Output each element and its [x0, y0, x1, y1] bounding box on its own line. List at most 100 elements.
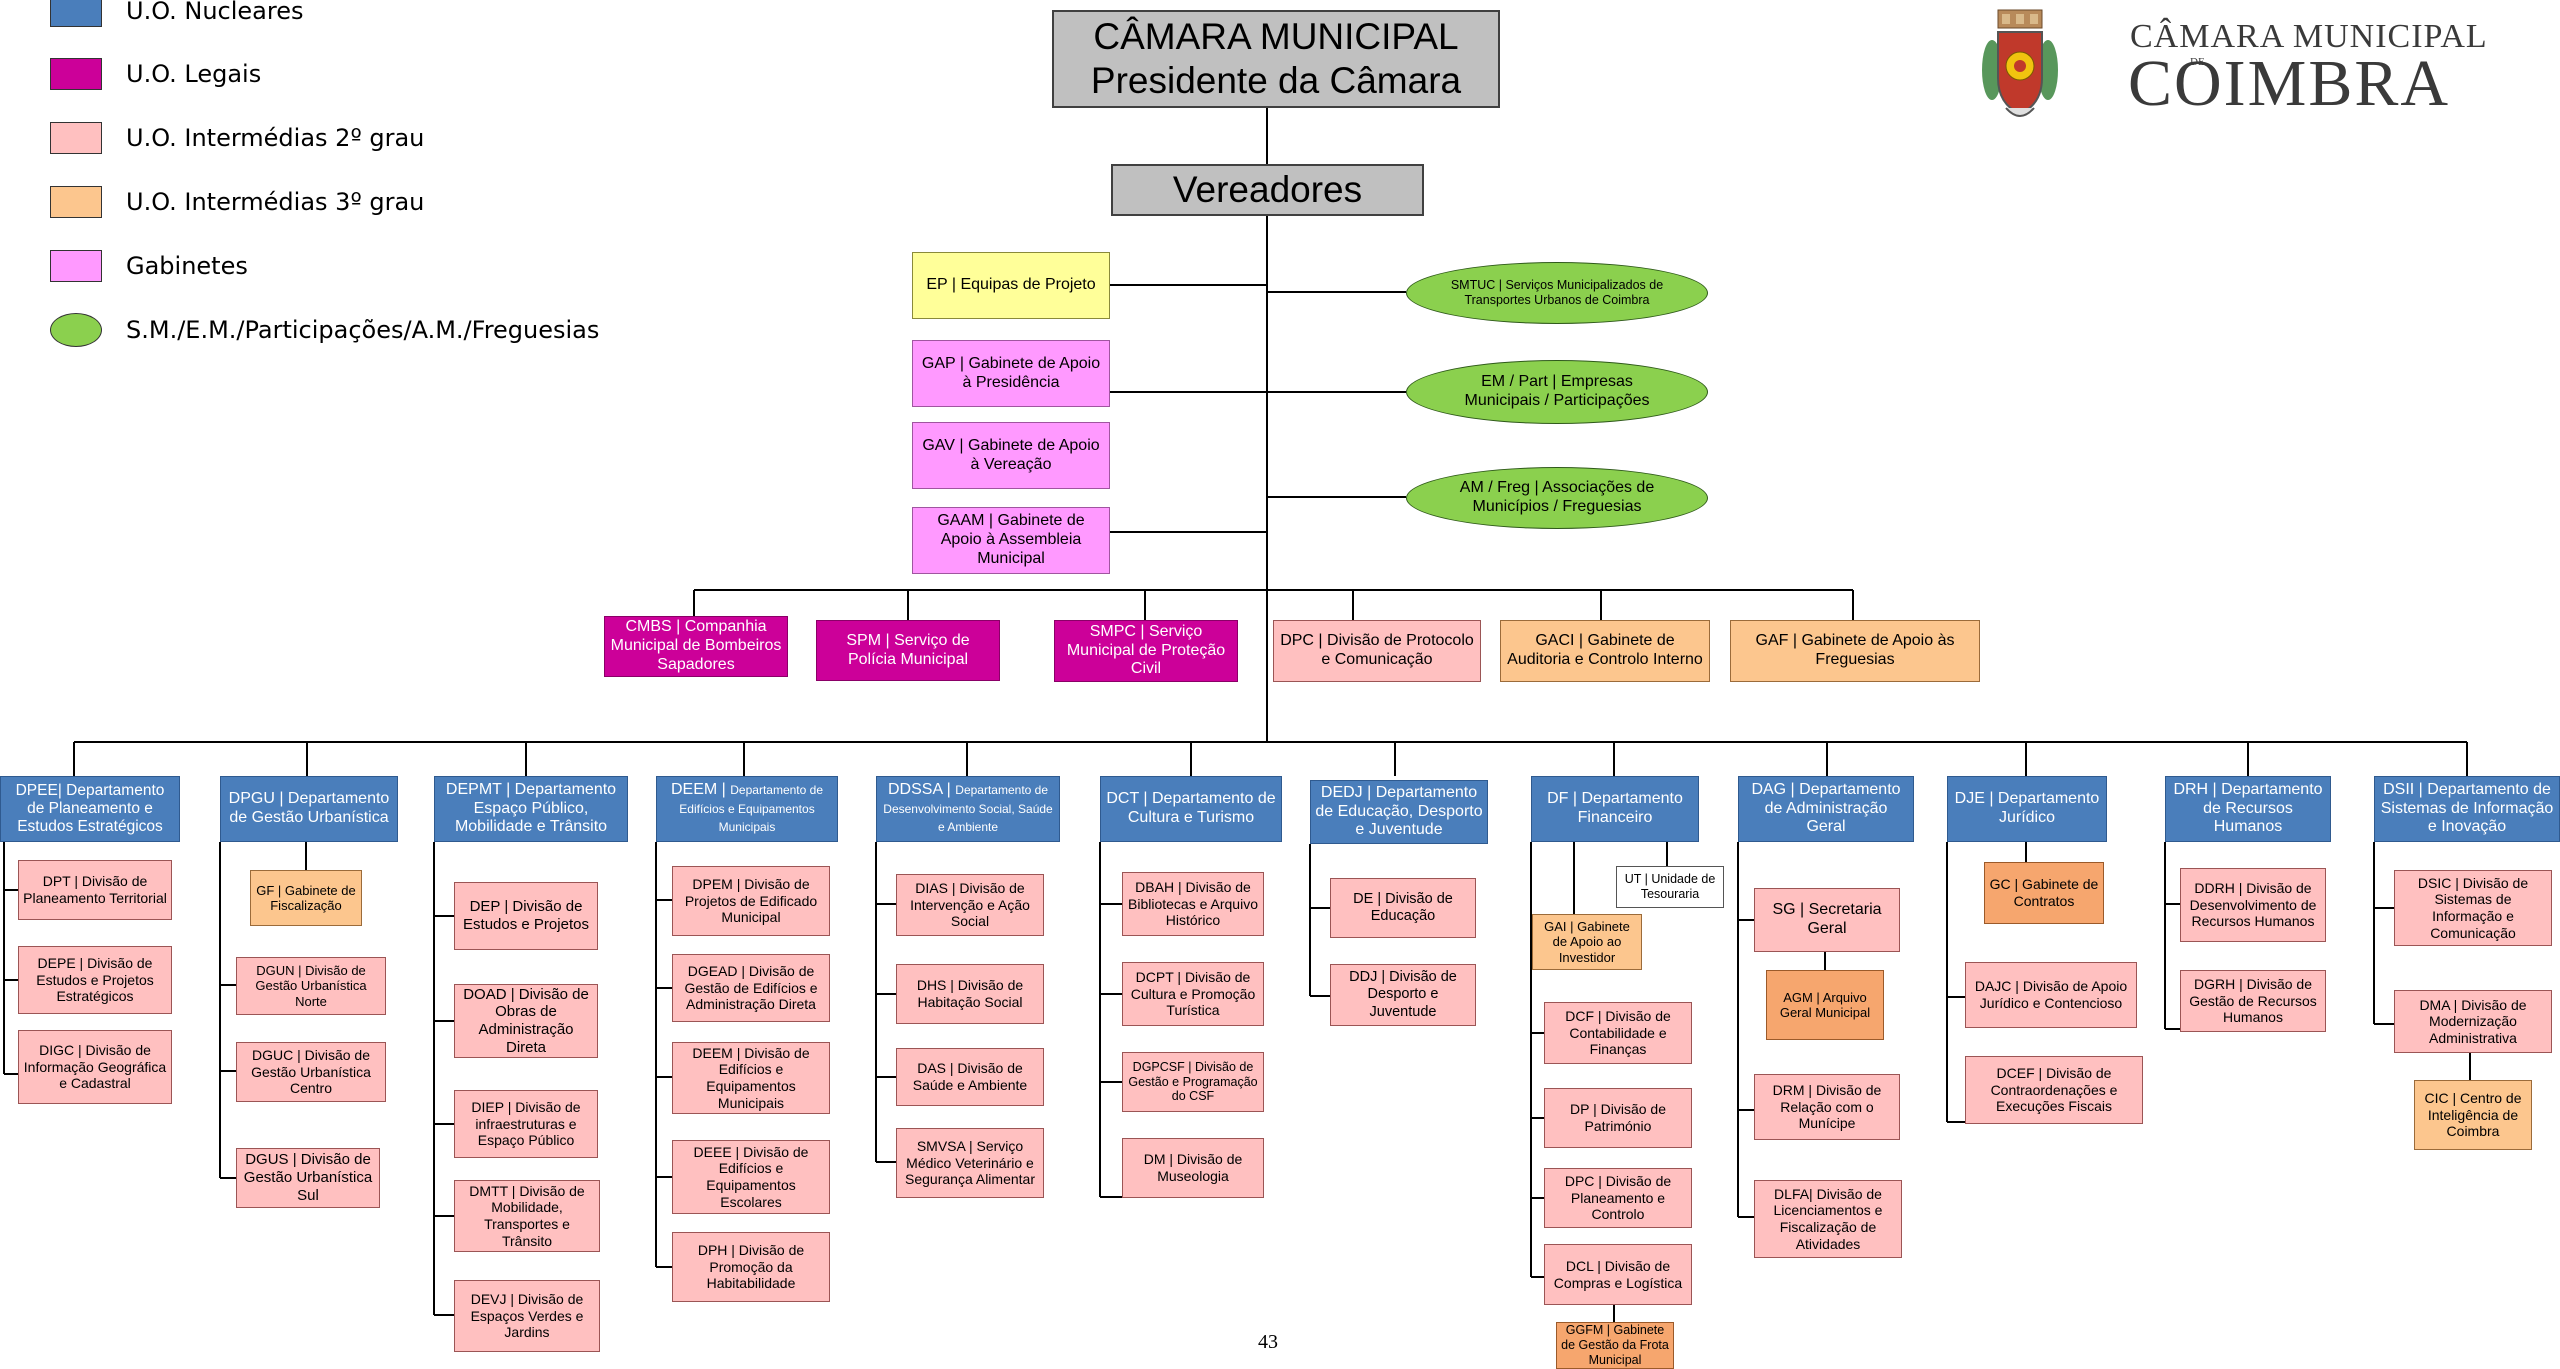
gaam-label: GAAM | Gabinete de Apoio à Assembleia Mu…: [937, 512, 1085, 567]
unit-dph: DPH | Divisão de Promoção da Habitabilid…: [672, 1232, 830, 1302]
em-part-oval: EM / Part | Empresas Municipais / Partic…: [1406, 360, 1708, 424]
legend-item-intermedias-2: U.O. Intermédias 2º grau: [50, 121, 424, 155]
unit-smvsa: SMVSA | Serviço Médico Veterinário e Seg…: [896, 1128, 1044, 1198]
unit-das-label: DAS | Divisão de Saúde e Ambiente: [912, 1060, 1028, 1093]
unit-dpt-label: DPT | Divisão de Planeamento Territorial: [23, 873, 167, 906]
unit-dbah: DBAH | Divisão de Bibliotecas e Arquivo …: [1122, 872, 1264, 936]
unit-de-label: DE | Divisão de Educação: [1353, 890, 1453, 924]
unit-deem-div: DEEM | Divisão de Edifícios e Equipament…: [672, 1042, 830, 1114]
unit-dgun: DGUN | Divisão de Gestão Urbanística Nor…: [236, 957, 386, 1015]
unit-dpem: DPEM | Divisão de Projetos de Edificado …: [672, 866, 830, 936]
legend-label: Gabinetes: [126, 252, 248, 280]
unit-dcf-label: DCF | Divisão de Contabilidade e Finança…: [1565, 1008, 1671, 1058]
unit-dgrh-label: DGRH | Divisão de Gestão de Recursos Hum…: [2189, 976, 2317, 1026]
legend-label: S.M./E.M./Participações/A.M./Freguesias: [126, 316, 600, 344]
unit-doad-label: DOAD | Divisão de Obras de Administração…: [463, 985, 589, 1056]
unit-ggfm: GGFM | Gabinete de Gestão da Frota Munic…: [1556, 1322, 1674, 1369]
logo-small: DE: [2190, 56, 2205, 68]
unit-devj: DEVJ | Divisão de Espaços Verdes e Jardi…: [454, 1280, 600, 1352]
smpc-label: SMPC | Serviço Municipal de Proteção Civ…: [1066, 622, 1226, 678]
unit-dgun-label: DGUN | Divisão de Gestão Urbanística Nor…: [255, 963, 367, 1009]
unit-dp: DP | Divisão de Património: [1544, 1088, 1692, 1148]
unit-deee: DEEE | Divisão de Edifícios e Equipament…: [672, 1140, 830, 1214]
unit-dcf: DCF | Divisão de Contabilidade e Finança…: [1544, 1002, 1692, 1064]
unit-dguc: DGUC | Divisão de Gestão Urbanística Cen…: [236, 1042, 386, 1102]
dpc-protocolo-label: DPC | Divisão de Protocolo e Comunicação: [1280, 632, 1474, 668]
unit-dgpcsf: DGPCSF | Divisão de Gestão e Programação…: [1122, 1052, 1264, 1112]
legend-swatch-oval: [50, 313, 102, 347]
dept-ddssa-code: DDSSA |: [887, 780, 951, 798]
unit-diep-label: DIEP | Divisão de infraestruturas e Espa…: [471, 1099, 581, 1149]
unit-agm-label: AGM | Arquivo Geral Municipal: [1779, 989, 1871, 1020]
gav-label: GAV | Gabinete de Apoio à Vereação: [922, 436, 1100, 473]
legend-item-legais: U.O. Legais: [50, 57, 261, 91]
unit-ut: UT | Unidade de Tesouraria: [1616, 866, 1724, 908]
unit-dmtt: DMTT | Divisão de Mobilidade, Transporte…: [454, 1180, 600, 1252]
unit-ddj: DDJ | Divisão de Desporto e Juventude: [1330, 964, 1476, 1026]
dept-ddssa: DDSSA | Departamento de Desenvolvimento …: [876, 776, 1060, 842]
dept-deem: DEEM | Departamento de Edifícios e Equip…: [656, 776, 838, 842]
dept-ddssa-title: DDSSA | Departamento de Desenvolvimento …: [881, 781, 1055, 838]
unit-gf: GF | Gabinete de Fiscalização: [250, 870, 362, 926]
unit-dhs: DHS | Divisão de Habitação Social: [896, 964, 1044, 1024]
legend-item-intermedias-3: U.O. Intermédias 3º grau: [50, 185, 424, 219]
unit-dmtt-label: DMTT | Divisão de Mobilidade, Transporte…: [469, 1182, 585, 1249]
spm-box: SPM | Serviço de Polícia Municipal: [816, 620, 1000, 681]
unit-dbah-label: DBAH | Divisão de Bibliotecas e Arquivo …: [1128, 879, 1258, 929]
dept-dpgu-title: DPGU | Departamento de Gestão Urbanístic…: [228, 790, 390, 826]
unit-diep: DIEP | Divisão de infraestruturas e Espa…: [454, 1090, 598, 1158]
dept-deem-code: DEEM |: [670, 780, 726, 798]
page-number: 43: [1258, 1331, 1278, 1353]
unit-de: DE | Divisão de Educação: [1330, 878, 1476, 938]
unit-dep-label: DEP | Divisão de Estudos e Projetos: [463, 898, 589, 933]
unit-sg-label: SG | Secretaria Geral: [1772, 901, 1882, 937]
legend-item-gabinetes: Gabinetes: [50, 249, 248, 283]
unit-dma-label: DMA | Divisão de Modernização Administra…: [2419, 996, 2527, 1046]
camara-presidente-box: CÂMARA MUNICIPAL Presidente da Câmara: [1052, 10, 1500, 108]
unit-dcef-label: DCEF | Divisão de Contraordenações e Exe…: [1990, 1065, 2118, 1115]
unit-ut-label: UT | Unidade de Tesouraria: [1624, 872, 1716, 901]
unit-dcef: DCEF | Divisão de Contraordenações e Exe…: [1965, 1056, 2143, 1124]
dept-depmt-title: DEPMT | Departamento Espaço Público, Mob…: [445, 780, 617, 836]
gap-label: GAP | Gabinete de Apoio à Presidência: [921, 354, 1101, 391]
gap-box: GAP | Gabinete de Apoio à Presidência: [912, 340, 1110, 407]
unit-dpc-planeamento: DPC | Divisão de Planeamento e Controlo: [1544, 1168, 1692, 1228]
smtuc-label: SMTUC | Serviços Municipalizados de Tran…: [1450, 278, 1664, 307]
unit-ddrh: DDRH | Divisão de Desenvolvimento de Rec…: [2180, 868, 2326, 942]
gaci-label: GACI | Gabinete de Auditoria e Controlo …: [1507, 632, 1703, 668]
presidente-title: Presidente da Câmara: [1090, 60, 1462, 101]
unit-dma: DMA | Divisão de Modernização Administra…: [2394, 990, 2552, 1053]
unit-ddrh-label: DDRH | Divisão de Desenvolvimento de Rec…: [2189, 880, 2317, 930]
unit-gai-label: GAI | Gabinete de Apoio ao Investidor: [1544, 919, 1630, 965]
unit-depe-label: DEPE | Divisão de Estudos e Projetos Est…: [36, 955, 154, 1005]
unit-depe: DEPE | Divisão de Estudos e Projetos Est…: [18, 946, 172, 1014]
unit-doad: DOAD | Divisão de Obras de Administração…: [454, 984, 598, 1058]
unit-dph-label: DPH | Divisão de Promoção da Habitabilid…: [697, 1242, 805, 1292]
unit-dgus-label: DGUS | Divisão de Gestão Urbanística Sul: [243, 1151, 373, 1204]
unit-dcl-label: DCL | Divisão de Compras e Logística: [1553, 1257, 1683, 1291]
ep-label: EP | Equipas de Projeto: [926, 276, 1096, 294]
dept-dag-title: DAG | Departamento de Administração Gera…: [1751, 780, 1901, 836]
unit-dias: DIAS | Divisão de Intervenção e Ação Soc…: [896, 874, 1044, 936]
legend-label: U.O. Intermédias 2º grau: [126, 124, 425, 152]
vereadores-label: Vereadores: [1172, 169, 1363, 211]
vereadores-box: Vereadores: [1111, 164, 1424, 216]
dept-dedj: DEDJ | Departamento de Educação, Desport…: [1310, 780, 1488, 844]
unit-digc: DIGC | Divisão de Informação Geográfica …: [18, 1030, 172, 1104]
spm-label: SPM | Serviço de Polícia Municipal: [846, 631, 970, 668]
unit-dajc-label: DAJC | Divisão de Apoio Jurídico e Conte…: [1974, 978, 2128, 1011]
unit-devj-label: DEVJ | Divisão de Espaços Verdes e Jardi…: [470, 1291, 584, 1341]
smtuc-oval: SMTUC | Serviços Municipalizados de Tran…: [1406, 262, 1708, 324]
dept-df: DF | Departamento Financeiro: [1531, 776, 1699, 842]
unit-dpt: DPT | Divisão de Planeamento Territorial: [18, 860, 172, 920]
unit-dhs-label: DHS | Divisão de Habitação Social: [916, 977, 1024, 1010]
unit-drm: DRM | Divisão de Relação com o Munícipe: [1754, 1074, 1900, 1140]
dept-dpee-title: DPEE| Departamento de Planeamento e Estu…: [15, 781, 165, 836]
unit-dcl: DCL | Divisão de Compras e Logística: [1544, 1244, 1692, 1305]
unit-gc-label: GC | Gabinete de Contratos: [1989, 876, 2099, 909]
unit-drm-label: DRM | Divisão de Relação com o Munícipe: [1772, 1082, 1882, 1132]
unit-dm-label: DM | Divisão de Museologia: [1143, 1151, 1243, 1184]
unit-dajc: DAJC | Divisão de Apoio Jurídico e Conte…: [1965, 962, 2137, 1028]
cmbs-box: CMBS | Companhia Municipal de Bombeiros …: [604, 616, 788, 677]
